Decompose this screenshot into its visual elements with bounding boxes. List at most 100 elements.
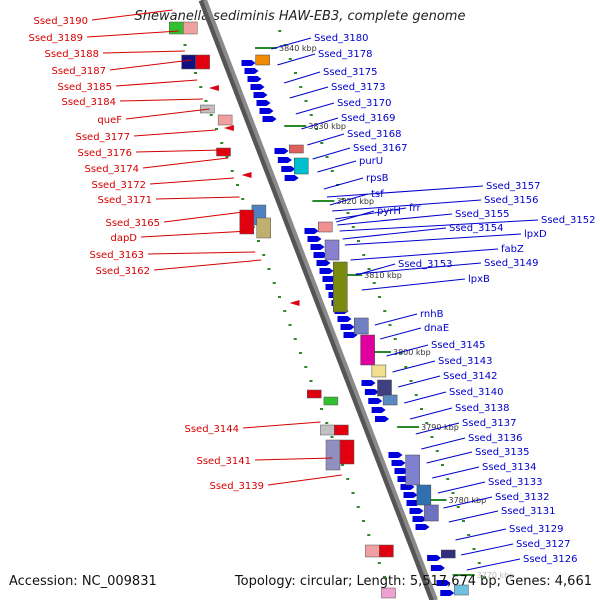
tick-mark [309, 114, 313, 116]
right-gene-label: rnhB [420, 309, 444, 320]
gene-block [294, 157, 309, 175]
gene-arrow [256, 100, 271, 106]
tick-mark [262, 254, 266, 256]
leader-line [337, 213, 453, 226]
leader-line [149, 177, 235, 185]
leader-line [344, 233, 522, 246]
left-gene-label: Ssed_3189 [28, 33, 83, 44]
gene-arrow [337, 316, 352, 322]
gene-block [379, 544, 394, 558]
tick-mark [272, 282, 276, 284]
leader-line [115, 79, 198, 87]
leader-line [109, 59, 192, 71]
gene-arrow [244, 68, 259, 74]
gene-arrow [375, 416, 389, 422]
gene-block [216, 147, 231, 157]
leader-line [350, 248, 499, 261]
leader-line [102, 50, 185, 54]
leader-line [409, 407, 453, 420]
tick-mark [320, 408, 323, 410]
gene-arrow [289, 300, 300, 306]
tick-mark [183, 44, 187, 46]
tick-mark [236, 184, 239, 186]
leader-line [301, 117, 339, 130]
tick-mark [409, 380, 413, 382]
gene-arrow [400, 484, 415, 490]
gene-block [381, 587, 396, 599]
gene-block [289, 144, 304, 154]
gene-block [377, 379, 392, 397]
gene-arrow [250, 84, 265, 90]
right-gene-label: frr [409, 203, 421, 214]
tick-mark [356, 506, 360, 508]
right-gene-label: Ssed_3154 [449, 223, 504, 234]
tick-mark [404, 366, 408, 368]
kbp-tick [312, 200, 335, 202]
leader-line [267, 474, 342, 486]
left-gene-label: Ssed_3165 [105, 218, 160, 229]
tick-mark [483, 576, 486, 578]
right-gene-label: tsf [371, 189, 384, 200]
gene-arrow [319, 268, 334, 274]
leader-line [242, 421, 321, 429]
tick-mark [393, 338, 397, 340]
leader-line [163, 211, 244, 223]
leader-line [332, 199, 482, 212]
leader-line [153, 259, 262, 271]
kbp-label: 3780 kbp [449, 496, 487, 505]
tick-mark [477, 562, 481, 564]
leader-line [329, 193, 369, 206]
gene-arrow [361, 380, 376, 386]
gene-block [307, 389, 322, 399]
left-gene-label: Ssed_3141 [196, 456, 251, 467]
leader-line [448, 510, 499, 523]
left-gene-label: Ssed_3184 [61, 97, 116, 108]
tick-mark [325, 422, 329, 424]
gene-block [320, 424, 335, 436]
left-gene-label: Ssed_3139 [209, 481, 264, 492]
kbp-tick [255, 47, 277, 49]
leader-line [119, 98, 203, 102]
gene-block [318, 221, 333, 233]
tick-mark [278, 30, 282, 32]
tick-mark [304, 366, 308, 368]
tick-mark [204, 100, 208, 102]
leader-line [379, 327, 422, 340]
gene-arrow [412, 516, 427, 522]
right-gene-label: Ssed_3173 [331, 82, 386, 93]
tick-mark [383, 576, 386, 578]
right-gene-label: dnaE [424, 323, 449, 334]
kbp-label: 3820 kbp [336, 197, 374, 206]
tick-mark [425, 422, 429, 424]
gene-block [323, 396, 339, 406]
leader-line [386, 344, 429, 357]
kbp-label: 3830 kbp [308, 122, 346, 131]
gene-block [334, 424, 349, 436]
gene-block [333, 261, 348, 313]
leader-line [361, 278, 466, 291]
tick-mark [446, 478, 450, 480]
tick-mark [351, 226, 355, 228]
left-gene-label: Ssed_3144 [184, 424, 239, 435]
left-gene-label: Ssed_3171 [97, 195, 152, 206]
leader-line [135, 149, 223, 153]
tick-mark [283, 310, 287, 312]
tick-mark [420, 408, 423, 410]
gene-arrow [436, 580, 451, 586]
gene-arrow [371, 407, 386, 413]
tick-mark [225, 156, 229, 158]
right-gene-label: Ssed_3142 [443, 371, 498, 382]
tick-mark [351, 492, 355, 494]
left-gene-label: Ssed_3172 [91, 180, 146, 191]
right-gene-label: Ssed_3178 [318, 49, 373, 60]
tick-mark [341, 464, 344, 466]
tick-mark [462, 520, 465, 522]
tick-mark [194, 72, 197, 74]
genome-summary: Topology: circular; Length: 5,517,674 bp… [234, 574, 592, 589]
map-title: Shewanella sediminis HAW-EB3, complete g… [134, 9, 466, 24]
gene-arrow [368, 398, 383, 404]
leader-line [392, 360, 436, 373]
tick-mark [414, 394, 418, 396]
gene-block [181, 54, 196, 70]
